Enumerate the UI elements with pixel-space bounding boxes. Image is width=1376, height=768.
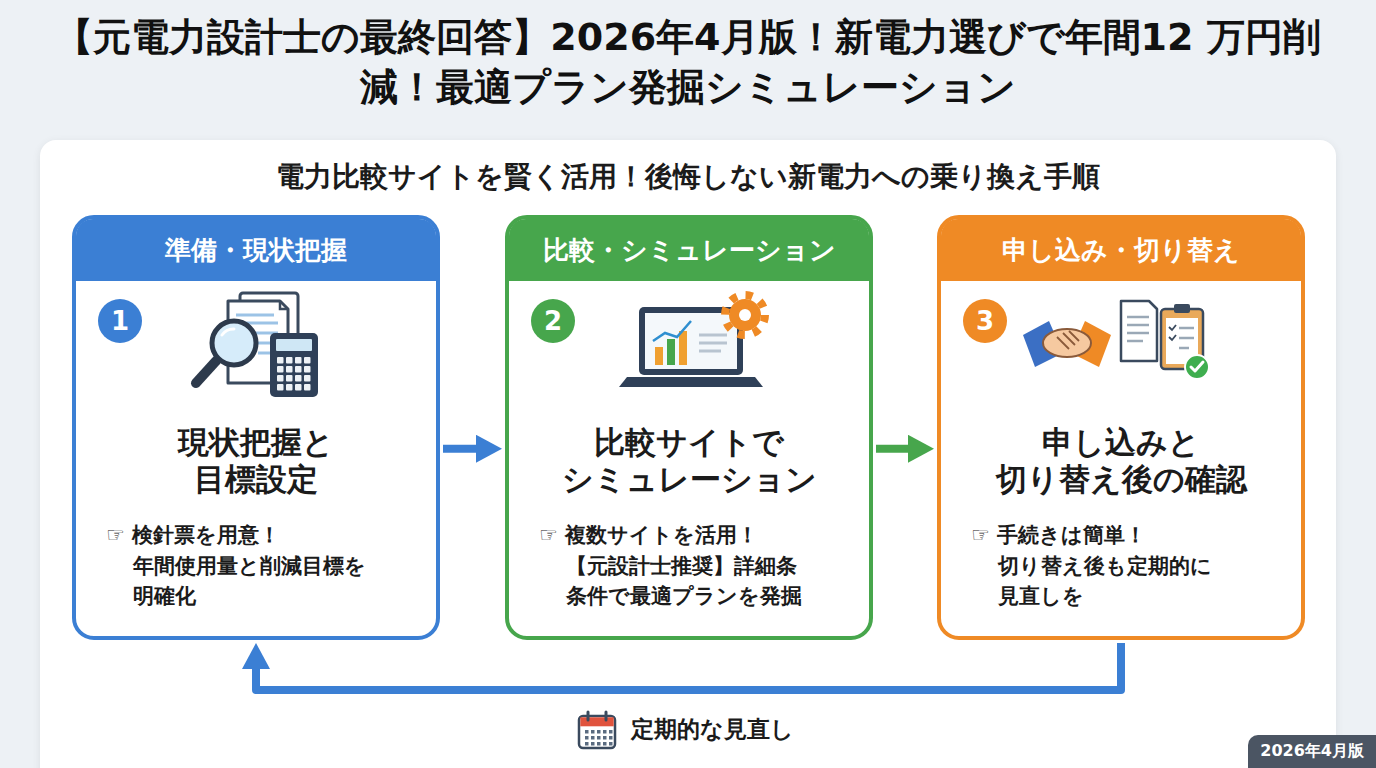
handshake-clipboard-icon-part: [1191, 362, 1203, 371]
document-calculator-icon-part: [212, 321, 256, 365]
document-calculator-icon: [170, 291, 350, 401]
number-text: 3: [976, 306, 994, 336]
step-title: 比較サイトで シミュレーション: [554, 424, 824, 498]
handshake-clipboard-icon-part: [1169, 325, 1176, 330]
laptop-chart-icon-part: [639, 307, 743, 375]
document-calculator-icon-part: [280, 301, 288, 309]
document-calculator-icon-part: [222, 329, 234, 335]
laptop-chart-icon-part: [667, 339, 675, 365]
document-calculator-icon-part: [276, 339, 312, 351]
version-badge: 2026年4月版: [1248, 735, 1376, 768]
laptop-chart-icon-part: [699, 334, 727, 337]
step-card: 1 準備・現状把握現状把握と 目標設定 ☞ 検針票を用意！ 年間使用量と削減目標を …: [72, 215, 440, 640]
laptop-chart-icon-part: [655, 347, 663, 365]
step-heading: 比較・シミュレーション: [543, 233, 836, 268]
laptop-chart-icon-part: [619, 377, 763, 387]
laptop-chart-icon-part: [653, 321, 691, 341]
calendar-icon-part: [579, 716, 615, 748]
document-calculator-icon-part: [236, 314, 274, 317]
step-heading: 申し込み・切り替え: [1002, 233, 1240, 268]
step-note: ☞ 手続きは簡単！ 切り替え後も定期的に 見直しを: [971, 520, 1261, 611]
number-text: 2: [544, 306, 562, 336]
step-number: 1: [98, 299, 142, 343]
calendar-icon-part: [587, 712, 590, 720]
handshake-clipboard-icon-part: [1179, 347, 1189, 350]
handshake-clipboard-icon-part: [1127, 316, 1149, 319]
number-text: 1: [111, 306, 129, 336]
document-calculator-icon-part: [258, 352, 270, 355]
header-band: 準備・現状把握: [76, 219, 436, 281]
document-calculator-icon-part: [270, 333, 318, 397]
flow-arrow: [876, 445, 916, 453]
calendar-icon: [577, 710, 617, 750]
laptop-chart-icon-part: [679, 331, 687, 365]
handshake-clipboard-icon-part: [1179, 327, 1194, 330]
calendar-icon-part: [580, 717, 613, 726]
laptop-chart-icon-part: [725, 295, 765, 335]
step-card: 2 比較・シミュレーション比較サイトで シミュレーション ☞ 複数サイトを活用！ 【…: [505, 215, 873, 640]
handshake-clipboard-icon-part: [1174, 304, 1190, 313]
content-panel: 1 準備・現状把握現状把握と 目標設定 ☞ 検針票を用意！ 年間使用量と削減目標を …: [40, 140, 1336, 768]
laptop-chart-icon-part: [699, 350, 721, 353]
step-number: 3: [963, 299, 1007, 343]
step-card: 3 申し込み・切り替え申し込みと 切り替え後の確認 ☞ 手続きは簡単！ 切り替え後も…: [937, 215, 1305, 640]
laptop-chart-icon-part: [729, 299, 761, 331]
step-note: ☞ 複数サイトを活用！ 【元設計士推奨】詳細条 条件で最適プランを発掘: [539, 520, 829, 611]
main-title: 【元電力設計士の最終回答】2026年4月版！新電力選びで年間12 万円削減！最適…: [28, 12, 1348, 112]
flow-arrow: [256, 643, 1121, 690]
step-title: 申し込みと 切り替え後の確認: [986, 424, 1256, 498]
panel-heading: 電力比較サイトを賢く活用！後悔しない新電力への乗り換え手順: [40, 158, 1336, 196]
step-number: 2: [531, 299, 575, 343]
laptop-chart-icon-part: [699, 342, 727, 345]
handshake-clipboard-icon-part: [1043, 329, 1091, 357]
handshake-clipboard-icon-part: [1179, 337, 1194, 340]
document-calculator-icon-part: [196, 361, 216, 383]
step-heading: 準備・現状把握: [165, 233, 347, 268]
calendar-icon-part: [584, 729, 614, 747]
header-band: 申し込み・切り替え: [941, 219, 1301, 281]
handshake-clipboard-icon-part: [1169, 335, 1176, 340]
handshake-clipboard-icon-part: [1057, 331, 1079, 349]
header-band: 比較・シミュレーション: [509, 219, 869, 281]
calendar-icon-part: [605, 712, 608, 720]
laptop-chart-icon: [603, 291, 783, 401]
handshake-clipboard-icon-part: [1185, 355, 1209, 379]
handshake-clipboard-icon-part: [1121, 301, 1157, 361]
step-title: 現状把握と 目標設定: [121, 424, 391, 498]
step-note: ☞ 検針票を用意！ 年間使用量と削減目標を 明確化: [106, 520, 396, 611]
handshake-clipboard-icon: [1021, 291, 1211, 401]
handshake-clipboard-icon-part: [1127, 332, 1149, 335]
laptop-chart-icon-part: [739, 309, 751, 321]
flow-arrow: [443, 445, 484, 453]
document-calculator-icon-part: [276, 356, 312, 392]
edge-label: 定期的な見直し: [625, 712, 800, 747]
laptop-chart-icon-part: [645, 313, 737, 369]
handshake-clipboard-icon-part: [1127, 324, 1149, 327]
handshake-clipboard-icon-part: [1127, 340, 1143, 343]
